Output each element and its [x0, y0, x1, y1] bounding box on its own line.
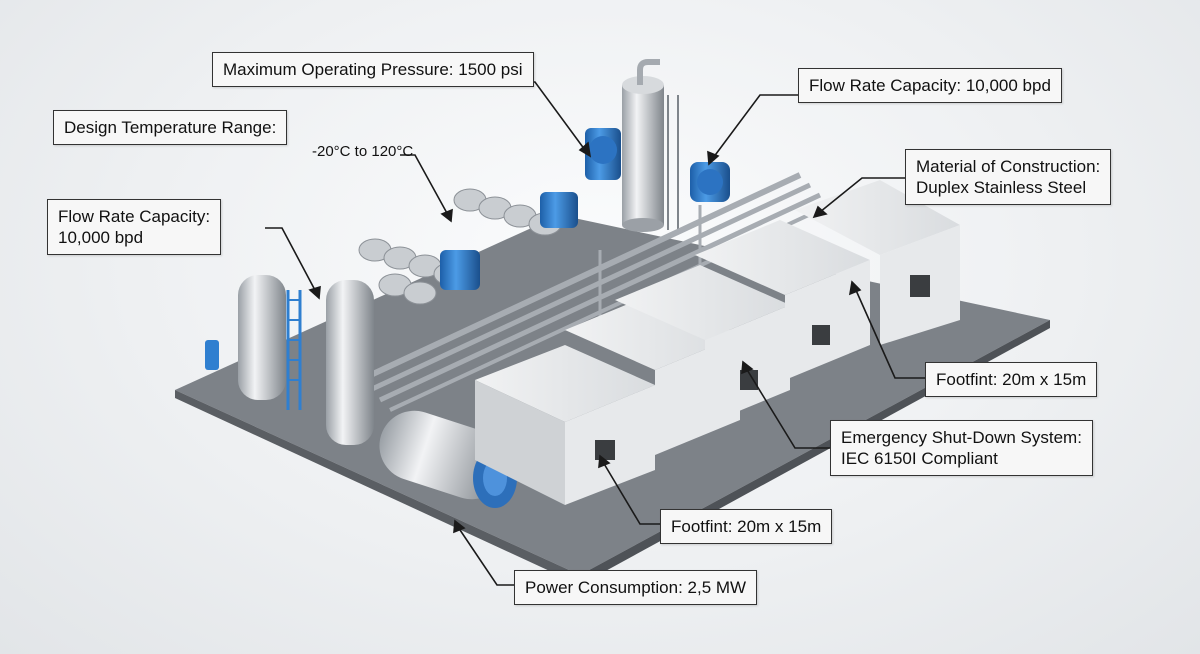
esd-label: Emergency Shut-Down System: — [841, 428, 1082, 447]
equipment-containers — [475, 180, 960, 505]
compressor-array — [358, 188, 578, 305]
footprint-center-label: Footfint: 20m x 15m — [671, 517, 822, 536]
material-label: Material of Construction: — [916, 157, 1101, 176]
blue-pump-top — [585, 128, 730, 202]
flow-rate-callout-left: Flow Rate Capacity: 10,000 bpd — [47, 199, 222, 255]
temperature-range-value: -20°C to 120°C — [312, 143, 414, 160]
footprint-right-label: Footfint: 20m x 15m — [936, 370, 1087, 389]
design-temperature-callout: Design Temperature Range: — [53, 110, 288, 145]
design-temperature-label: Design Temperature Range: — [64, 118, 277, 137]
esd-callout: Emergency Shut-Down System: IEC 6150I Co… — [830, 420, 1093, 476]
flow-rate-callout-right: Flow Rate Capacity: 10,000 bpd — [798, 68, 1062, 103]
material-value: Duplex Stainless Steel — [916, 178, 1087, 197]
esd-value: IEC 6150I Compliant — [841, 449, 998, 468]
left-vessels — [205, 275, 374, 445]
footprint-callout-center: Footfint: 20m x 15m — [660, 509, 833, 544]
flow-rate-left-value: 10,000 bpd — [58, 228, 144, 247]
power-consumption-callout: Power Consumption: 2,5 MW — [514, 570, 758, 605]
tall-vessel — [622, 59, 679, 232]
power-consumption-label: Power Consumption: 2,5 MW — [525, 578, 747, 597]
footprint-callout-right: Footfint: 20m x 15m — [925, 362, 1098, 397]
flow-rate-left-label: Flow Rate Capacity: — [58, 207, 211, 226]
flow-rate-right-label: Flow Rate Capacity: 10,000 bpd — [809, 76, 1051, 95]
max-pressure-label: Maximum Operating Pressure: 1500 psi — [223, 60, 523, 79]
material-callout: Material of Construction: Duplex Stainle… — [905, 149, 1112, 205]
max-pressure-callout: Maximum Operating Pressure: 1500 psi — [212, 52, 534, 87]
